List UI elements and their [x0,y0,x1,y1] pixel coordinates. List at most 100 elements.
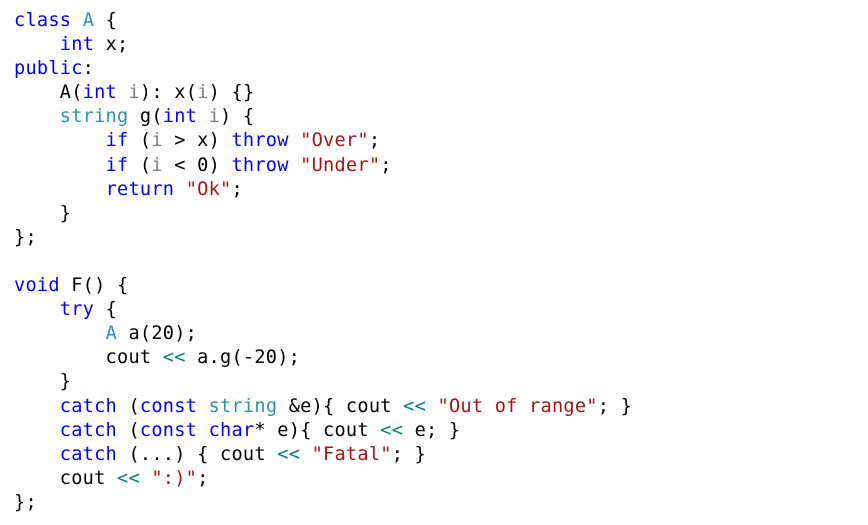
plain-token: : [82,58,95,80]
string-literal-token: "Out of range" [437,395,598,417]
code-line: catch (const char* e){ cout << e; } [14,419,632,443]
code-block: class A { int x;public: A(int i): x(i) {… [14,9,632,515]
plain-token: a.g(-20); [185,347,301,369]
plain-token: cout [14,347,163,369]
keyword-token: return [105,178,175,200]
parameter-token: i [151,154,163,176]
plain-token: ; [368,130,381,152]
code-line: A(int i): x(i) {} [14,81,632,105]
plain-token [14,106,60,127]
plain-token: < 0) [162,154,232,176]
string-literal-token: "Fatal" [311,443,392,465]
keyword-token: catch [59,419,118,441]
code-line: void F() { [14,274,632,298]
plain-token: g( [128,106,163,128]
plain-token: cout [14,467,117,489]
plain-token: F() { [59,275,129,297]
plain-token [14,34,60,55]
code-line: ​ [14,250,632,274]
plain-token: > x) [162,130,232,152]
operator-token: << [380,419,404,441]
plain-token [14,323,106,344]
keyword-token: void [14,275,60,297]
plain-token [140,468,151,489]
keyword-token: try [59,299,95,321]
code-line: cout << ":)"; [14,467,632,491]
operator-token: << [403,395,427,417]
plain-token [174,179,185,200]
plain-token: (...) { cout [117,443,278,465]
plain-token: &e){ cout [277,395,404,417]
plain-token [14,299,60,320]
keyword-token: class [14,10,72,31]
plain-token: ; } [597,395,633,417]
code-line: try { [14,298,632,322]
plain-token: }; [14,491,37,513]
parameter-token: i [197,82,209,104]
string-literal-token: "Over" [300,130,369,152]
plain-token: { [94,299,118,321]
plain-token: A( [14,82,83,104]
keyword-token: if [105,154,129,176]
code-line: }; [14,491,632,515]
parameter-token: i [128,82,140,104]
plain-token: }; [14,226,37,248]
plain-token: { [94,10,118,31]
plain-token [14,420,60,441]
plain-token: ): x( [139,82,198,104]
plain-token [426,396,437,417]
string-literal-token: "Under" [300,154,381,176]
operator-token: << [117,467,140,489]
plain-token: ; [197,467,209,489]
plain-token [71,10,82,31]
keyword-token: const [139,395,198,417]
plain-token [197,396,208,417]
type-token: string [59,106,129,128]
code-line: A a(20); [14,322,632,346]
plain-token: ; [231,178,243,200]
plain-token: } [14,202,72,224]
code-line: cout << a.g(-20); [14,346,632,370]
keyword-token: char [208,419,255,441]
plain-token [117,82,128,103]
type-token: A [82,10,95,31]
code-line: if (i < 0) throw "Under"; [14,154,632,178]
plain-token [197,420,208,441]
plain-token [300,444,311,465]
plain-token [14,396,60,417]
keyword-token: int [59,34,95,56]
string-literal-token: ":)" [151,467,198,489]
plain-token [289,155,300,176]
plain-token [289,130,300,151]
plain-token: ) { [220,106,255,128]
keyword-token: const [139,419,198,441]
keyword-token: int [82,82,118,104]
code-line: }; [14,226,632,250]
keyword-token: throw [231,154,289,176]
plain-token [14,179,106,200]
keyword-token: catch [59,395,118,417]
plain-token: ; [380,154,392,176]
type-token: A [105,323,118,345]
code-line: } [14,370,632,394]
plain-token [197,106,208,127]
operator-token: << [162,347,186,369]
plain-token: ) {} [208,82,255,104]
parameter-token: i [151,130,163,152]
code-line: catch (...) { cout << "Fatal"; } [14,443,632,467]
code-line: if (i > x) throw "Over"; [14,129,632,153]
keyword-token: int [162,106,198,128]
parameter-token: i [208,106,221,128]
code-line: class A { [14,9,632,33]
code-line: catch (const string &e){ cout << "Out of… [14,395,632,419]
code-line: string g(int i) { [14,105,632,129]
plain-token: x; [94,34,129,56]
operator-token: << [277,443,301,465]
keyword-token: public [14,58,83,80]
plain-token: ( [117,395,140,417]
type-token: string [208,395,278,417]
plain-token: a(20); [117,323,198,345]
plain-token: e; } [403,419,461,441]
code-line: return "Ok"; [14,178,632,202]
code-line: } [14,202,632,226]
